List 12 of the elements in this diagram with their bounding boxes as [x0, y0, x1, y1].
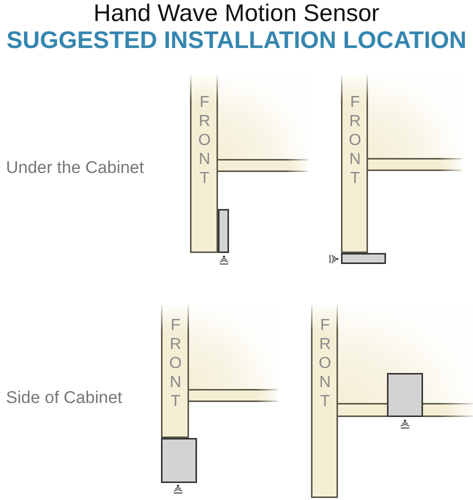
title: Hand Wave Motion Sensor: [94, 1, 380, 27]
front-label: FRONT: [196, 94, 212, 189]
front-panel: [341, 75, 368, 253]
row-label: Under the Cabinet: [6, 158, 144, 178]
front-panel: [190, 75, 218, 253]
front-label: FRONT: [316, 317, 332, 412]
subtitle: SUGGESTED INSTALLATION LOCATION: [6, 28, 466, 54]
front-panel: [311, 305, 338, 498]
front-panel: [161, 305, 189, 438]
front-label: FRONT: [167, 317, 183, 412]
front-label: FRONT: [346, 94, 362, 189]
row-label: Side of Cabinet: [6, 388, 122, 408]
